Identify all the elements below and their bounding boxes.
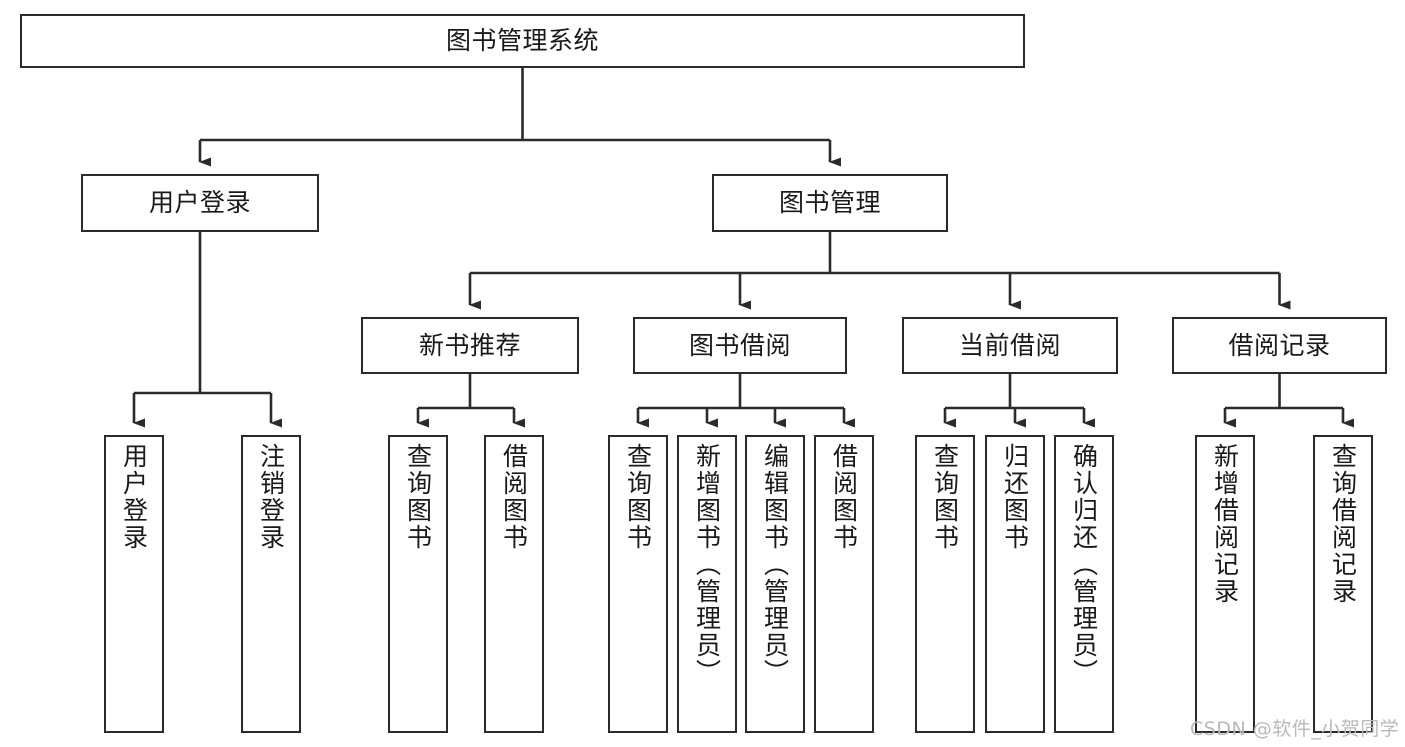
csdn-watermark: CSDN @软件_小贺同学 xyxy=(1190,718,1400,740)
node-label-leaf-query-book-current: 查询图书 xyxy=(930,443,960,551)
node-label-leaf-edit-book-admin: 编辑图书（管理员） xyxy=(760,443,790,686)
node-label-root: 图书管理系统 xyxy=(445,26,599,56)
node-label-book-manage: 图书管理 xyxy=(778,188,881,218)
node-book-manage[interactable]: 图书管理 xyxy=(712,174,948,232)
node-user-login[interactable]: 用户登录 xyxy=(81,174,319,232)
node-current-borrow[interactable]: 当前借阅 xyxy=(902,317,1118,374)
node-label-leaf-user-login: 用户登录 xyxy=(119,443,149,551)
node-leaf-query-book-rec[interactable]: 查询图书 xyxy=(388,435,448,733)
node-leaf-add-book-admin[interactable]: 新增图书（管理员） xyxy=(677,435,737,733)
node-leaf-query-borrow-record[interactable]: 查询借阅记录 xyxy=(1313,435,1373,733)
node-label-leaf-borrow-book-rec: 借阅图书 xyxy=(499,443,529,551)
node-label-leaf-query-book-rec: 查询图书 xyxy=(403,443,433,551)
node-leaf-return-book[interactable]: 归还图书 xyxy=(985,435,1045,733)
node-label-leaf-return-book: 归还图书 xyxy=(1000,443,1030,551)
node-leaf-edit-book-admin[interactable]: 编辑图书（管理员） xyxy=(745,435,805,733)
node-borrow-record[interactable]: 借阅记录 xyxy=(1172,317,1387,374)
node-leaf-borrow-book[interactable]: 借阅图书 xyxy=(814,435,874,733)
node-label-leaf-query-book-borrow: 查询图书 xyxy=(623,443,653,551)
node-leaf-user-logout[interactable]: 注销登录 xyxy=(241,435,301,733)
node-root[interactable]: 图书管理系统 xyxy=(20,14,1025,68)
node-leaf-user-login[interactable]: 用户登录 xyxy=(104,435,164,733)
node-leaf-query-book-borrow[interactable]: 查询图书 xyxy=(608,435,668,733)
node-book-borrow[interactable]: 图书借阅 xyxy=(633,317,847,374)
node-label-leaf-add-borrow-record: 新增借阅记录 xyxy=(1210,443,1240,605)
node-leaf-query-book-current[interactable]: 查询图书 xyxy=(915,435,975,733)
node-label-borrow-record: 借阅记录 xyxy=(1228,330,1331,360)
node-leaf-add-borrow-record[interactable]: 新增借阅记录 xyxy=(1195,435,1255,733)
node-label-current-borrow: 当前借阅 xyxy=(958,330,1061,360)
node-leaf-borrow-book-rec[interactable]: 借阅图书 xyxy=(484,435,544,733)
node-label-leaf-user-logout: 注销登录 xyxy=(256,443,286,551)
node-label-user-login: 用户登录 xyxy=(148,188,251,218)
node-label-leaf-query-borrow-record: 查询借阅记录 xyxy=(1328,443,1358,605)
node-leaf-confirm-return-admin[interactable]: 确认归还（管理员） xyxy=(1054,435,1114,733)
node-label-leaf-add-book-admin: 新增图书（管理员） xyxy=(692,443,722,686)
node-label-new-book-recommend: 新书推荐 xyxy=(418,330,521,360)
node-new-book-recommend[interactable]: 新书推荐 xyxy=(361,317,579,374)
node-label-leaf-confirm-return-admin: 确认归还（管理员） xyxy=(1069,443,1099,686)
node-label-book-borrow: 图书借阅 xyxy=(688,330,791,360)
node-label-leaf-borrow-book: 借阅图书 xyxy=(829,443,859,551)
